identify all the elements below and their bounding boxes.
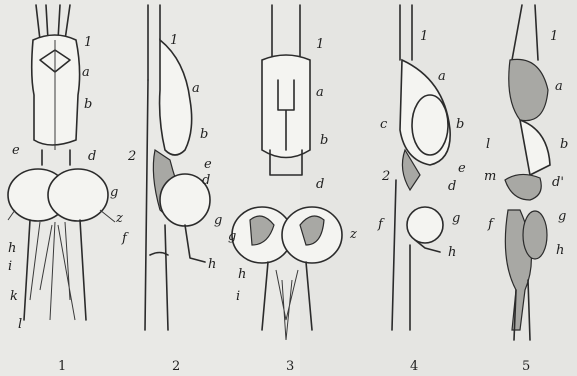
fig1-label-d: d [88,149,96,164]
figure-2: 1 a b 2 e d f g h 2 [121,5,222,374]
fig1-label-e: e [12,143,20,158]
fig2-label-a: a [192,81,200,96]
fig3-label-z: z [349,227,357,242]
fig3-label-d: d [316,177,324,192]
fig3-label-h: h [238,267,246,282]
fig5-label-1: 1 [550,29,558,44]
fig5-label-b: b [560,137,568,152]
fig5-label-h: h [556,243,564,258]
fig2-label-h: h [208,257,216,272]
fig2-label-2: 2 [127,149,136,164]
fig1-label-1: 1 [84,35,92,50]
fig2-label-e: e [204,157,212,172]
fig5-label-a: a [555,79,563,94]
fig1-label-b: b [84,97,92,112]
fig2-label-g: g [214,213,222,228]
fig4-label-d: d [448,179,456,194]
fig2-label-b: b [200,127,208,142]
fig1-label-z: z [115,211,123,226]
fig5-label-l: l [486,137,490,152]
fig3-label-a: a [316,85,324,100]
fig5-label-d-prime: d' [552,175,564,190]
figure-3-number: 3 [286,359,294,374]
figure-1: 1 a b e d g z h i k l 1 [8,5,123,374]
fig2-label-f: f [121,231,129,246]
fig2-label-d: d [202,173,210,188]
fig4-label-h: h [448,245,456,260]
fig4-label-e: e [458,161,466,176]
fig5-label-m: m [484,169,496,184]
figure-5-number: 5 [522,359,530,374]
figure-1-number: 1 [58,359,66,374]
fig1-label-a: a [82,65,90,80]
fig4-label-c: c [380,117,388,132]
fig4-label-2: 2 [381,169,390,184]
fig1-label-g: g [110,185,118,200]
fig3-label-i: i [236,289,240,304]
fig4-label-g: g [452,211,460,226]
fig4-label-1: 1 [420,29,428,44]
fig2-label-1: 1 [170,33,178,48]
fig1-label-l: l [18,317,22,332]
fig1-label-i: i [8,259,12,274]
figure-2-number: 2 [172,359,180,374]
fig1-label-h: h [8,241,16,256]
fig5-label-g: g [558,209,566,224]
fig3-label-1: 1 [316,37,324,52]
fig4-label-a: a [438,69,446,84]
fig3-label-b: b [320,133,328,148]
fig3-label-g: g [228,229,236,244]
fig1-label-k: k [10,289,18,304]
fig4-label-b: b [456,117,464,132]
figure-4-number: 4 [410,359,418,374]
